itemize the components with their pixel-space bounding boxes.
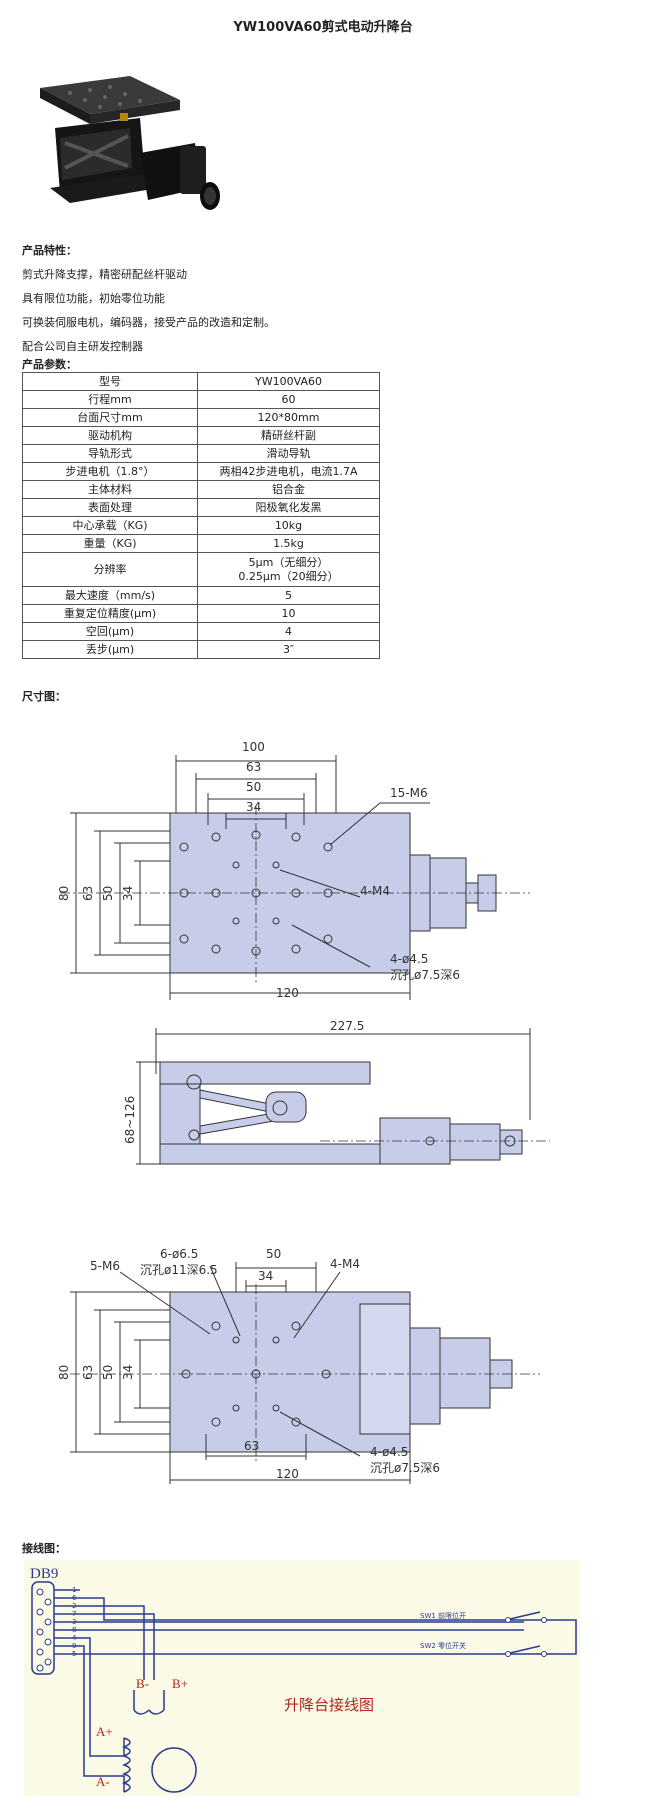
spec-key: 步进电机（1.8°）	[22, 462, 198, 481]
dim-4m4: 4-M4	[360, 884, 390, 898]
spec-key: 导轨形式	[22, 444, 198, 463]
wiring-diagram: DB9 1 6 2 7 3 8 4 9 5	[24, 1560, 580, 1796]
table-row: 表面处理阳极氧化发黑	[22, 498, 380, 517]
dim-100: 100	[242, 740, 265, 754]
spec-value: 3″	[197, 640, 380, 659]
sw1-label: SW1 前限位开	[420, 1611, 466, 1620]
spec-key: 重复定位精度(μm)	[22, 604, 198, 623]
spec-value: 阳极氧化发黑	[197, 498, 380, 517]
dim-34-b: 34	[258, 1269, 273, 1283]
spec-key: 中心承载（KG)	[22, 516, 198, 535]
table-row: 步进电机（1.8°）两相42步进电机，电流1.7A	[22, 462, 380, 481]
product-photo	[40, 76, 220, 210]
params-heading: 产品参数：	[22, 358, 77, 371]
spec-value: 60	[197, 390, 380, 409]
spec-value: YW100VA60	[197, 372, 380, 391]
spec-key: 主体材料	[22, 480, 198, 499]
a-minus-label: A-	[96, 1774, 110, 1789]
table-row: 重复定位精度(μm)10	[22, 604, 380, 623]
dim-120-b: 120	[276, 1467, 299, 1481]
spec-value: 1.5kg	[197, 534, 380, 553]
dim-63: 63	[246, 760, 261, 774]
spec-key: 重量（KG)	[22, 534, 198, 553]
wiring-caption: 升降台接线图	[284, 1696, 374, 1714]
table-row: 重量（KG)1.5kg	[22, 534, 380, 553]
feature-item: 配合公司自主研发控制器	[22, 340, 143, 353]
dim-v63: 63	[81, 886, 95, 901]
table-row: 驱动机构精研丝杆副	[22, 426, 380, 445]
spec-key: 丢步(μm)	[22, 640, 198, 659]
dim-80: 80	[57, 886, 71, 901]
b-plus-label: B+	[172, 1676, 188, 1691]
spec-value: 精研丝杆副	[197, 426, 380, 445]
b-minus-label: B-	[136, 1676, 149, 1691]
dim-80-b: 80	[57, 1365, 71, 1380]
page-title: YW100VA60剪式电动升降台	[233, 20, 413, 35]
spec-value-line: 0.25μm（20细分）	[238, 569, 339, 583]
spec-value-line: 5μm（无细分）	[248, 555, 329, 569]
dim-4m4-b: 4-M4	[330, 1257, 360, 1271]
spec-key: 分辨率	[22, 552, 198, 587]
top-view-drawing: 100 63 50 34 15-M6 4-M4 120 4-ø4.5 沉孔ø7.…	[57, 740, 530, 1000]
dimension-heading: 尺寸图：	[22, 690, 66, 703]
dim-height-range: 68~126	[123, 1096, 137, 1144]
dim-5m6: 5-M6	[90, 1259, 120, 1273]
spec-value: 5	[197, 586, 380, 605]
table-row: 丢步(μm)3″	[22, 640, 380, 659]
spec-key: 型号	[22, 372, 198, 391]
table-row: 导轨形式滑动导轨	[22, 444, 380, 463]
spec-key: 空回(μm)	[22, 622, 198, 641]
spec-key: 驱动机构	[22, 426, 198, 445]
spec-key: 台面尺寸mm	[22, 408, 198, 427]
dim-227: 227.5	[330, 1020, 364, 1033]
table-row: 最大速度（mm/s)5	[22, 586, 380, 605]
spec-value: 10	[197, 604, 380, 623]
feature-item: 剪式升降支撑，精密研配丝杆驱动	[22, 268, 187, 281]
feature-item: 可换装伺服电机，编码器，接受产品的改造和定制。	[22, 316, 275, 329]
dim-v50: 50	[101, 886, 115, 901]
spec-value: 铝合金	[197, 480, 380, 499]
spec-value: 10kg	[197, 516, 380, 535]
dim-v34: 34	[121, 886, 135, 901]
spec-value: 120*80mm	[197, 408, 380, 427]
spec-key: 最大速度（mm/s)	[22, 586, 198, 605]
dim-34: 34	[246, 800, 261, 814]
dim-15m6: 15-M6	[390, 786, 428, 800]
spec-key: 表面处理	[22, 498, 198, 517]
spec-value: 4	[197, 622, 380, 641]
sw2-label: SW2 零位开关	[420, 1641, 466, 1650]
dim-120: 120	[276, 986, 299, 1000]
db9-label: DB9	[30, 1566, 58, 1582]
features-heading: 产品特性：	[22, 244, 77, 257]
table-row: 空回(μm)4	[22, 622, 380, 641]
dim-50-b: 50	[266, 1247, 281, 1261]
dim-6-65: 6-ø6.5	[160, 1247, 198, 1261]
table-row: 主体材料铝合金	[22, 480, 380, 499]
dim-4-45-b: 4-ø4.5	[370, 1445, 408, 1459]
dim-counterbore: 沉孔ø7.5深6	[390, 968, 460, 982]
spec-value: 滑动导轨	[197, 444, 380, 463]
dim-counterbore2: 沉孔ø7.5深6	[370, 1461, 440, 1475]
feature-item: 具有限位功能，初始零位功能	[22, 292, 165, 305]
wiring-heading: 接线图：	[22, 1542, 66, 1555]
dim-v63-b: 63	[81, 1365, 95, 1380]
side-view-drawing: 227.5 68~126	[123, 1020, 550, 1165]
table-row: 中心承载（KG)10kg	[22, 516, 380, 535]
a-plus-label: A+	[96, 1724, 113, 1739]
spec-value: 5μm（无细分）0.25μm（20细分）	[197, 552, 380, 587]
dim-50: 50	[246, 780, 261, 794]
bottom-view-drawing: 5-M6 6-ø6.5 沉孔ø11深6.5 50 34 4-M4 63 120 …	[57, 1247, 540, 1484]
dim-4-45: 4-ø4.5	[390, 952, 428, 966]
spec-key: 行程mm	[22, 390, 198, 409]
spec-value: 两相42步进电机，电流1.7A	[197, 462, 380, 481]
dim-63-b: 63	[244, 1439, 259, 1453]
dim-v34-b: 34	[121, 1365, 135, 1380]
dim-counterbore1: 沉孔ø11深6.5	[140, 1263, 218, 1277]
dim-v50-b: 50	[101, 1365, 115, 1380]
